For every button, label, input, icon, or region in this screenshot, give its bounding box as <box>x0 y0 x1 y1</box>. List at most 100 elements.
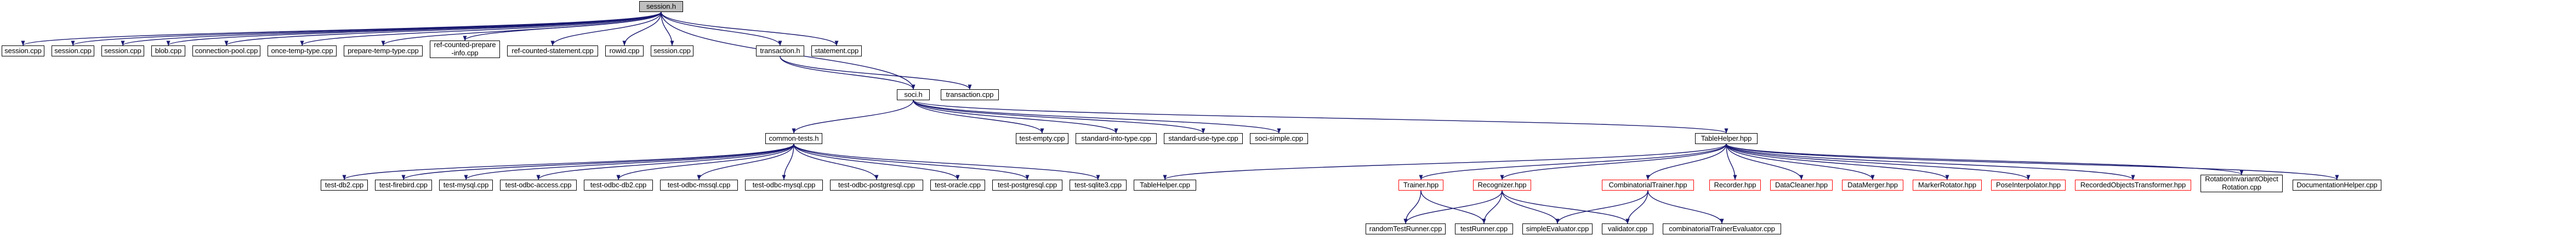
graph-edge <box>913 100 1118 134</box>
graph-edge <box>1726 144 1804 180</box>
graph-edge <box>780 56 915 90</box>
graph-node-rotation-invariant-object[interactable]: RotationInvariantObject Rotation.cpp <box>2200 175 2283 192</box>
graph-node-markerrotator-hpp[interactable]: MarkerRotator.hpp <box>1913 180 1982 191</box>
graph-node-combinatorialtrainerevaluator-cpp[interactable]: combinatorialTrainerEvaluator.cpp <box>1663 223 1781 234</box>
graph-edge <box>792 100 914 134</box>
graph-node-blob-cpp[interactable]: blob.cpp <box>151 45 185 56</box>
graph-edge <box>780 56 972 90</box>
graph-node-standard-use-type-cpp[interactable]: standard-use-type.cpp <box>1164 133 1243 144</box>
graph-node-ref-counted-statement-cpp[interactable]: ref-counted-statement.cpp <box>507 45 598 56</box>
graph-node-documentation-helper-cpp[interactable]: DocumentationHelper.cpp <box>2293 180 2381 191</box>
graph-edge <box>1726 144 1949 180</box>
graph-edge <box>661 12 782 46</box>
graph-edge <box>401 144 794 180</box>
graph-edge <box>913 100 1205 134</box>
graph-edge <box>550 12 662 46</box>
graph-node-test-db2-cpp[interactable]: test-db2.cpp <box>321 180 368 191</box>
graph-edge <box>913 100 1728 134</box>
graph-node-once-temp-type-cpp[interactable]: once-temp-type.cpp <box>268 45 337 56</box>
graph-node-soci-simple-cpp[interactable]: soci-simple.cpp <box>1250 133 1308 144</box>
graph-edge <box>1726 144 1737 180</box>
graph-edge <box>1502 190 1630 224</box>
graph-node-soci-h[interactable]: soci.h <box>897 89 930 100</box>
graph-node-trainer-hpp[interactable]: Trainer.hpp <box>1398 180 1443 191</box>
graph-edge <box>793 144 879 180</box>
graph-edge <box>1555 190 1648 224</box>
graph-node-poseinterpolator-hpp[interactable]: PoseInterpolator.hpp <box>1991 180 2066 191</box>
graph-edge <box>622 12 662 46</box>
graph-node-recorder-hpp[interactable]: Recorder.hpp <box>1709 180 1761 191</box>
graph-edge <box>913 100 1044 134</box>
graph-node-datacleaner-hpp[interactable]: DataCleaner.hpp <box>1770 180 1833 191</box>
graph-node-test-oracle-cpp[interactable]: test-oracle.cpp <box>930 180 985 191</box>
graph-edge <box>661 12 839 46</box>
graph-edge <box>782 144 794 180</box>
graph-edge <box>697 144 794 180</box>
graph-node-test-odbc-mssql-cpp[interactable]: test-odbc-mssql.cpp <box>660 180 738 191</box>
graph-node-session-cpp-4[interactable]: session.cpp <box>651 45 693 56</box>
graph-node-statement-cpp[interactable]: statement.cpp <box>811 45 862 56</box>
graph-edge <box>1500 144 1727 180</box>
graph-edge <box>793 144 1100 180</box>
graph-node-test-postgresql-cpp[interactable]: test-postgresql.cpp <box>992 180 1062 191</box>
graph-node-tablehelper-cpp[interactable]: TableHelper.cpp <box>1134 180 1196 191</box>
graph-edge <box>1625 190 1648 224</box>
graph-node-rowid-cpp[interactable]: rowid.cpp <box>605 45 644 56</box>
graph-edge <box>1163 144 1727 180</box>
graph-node-testrunner-cpp[interactable]: testRunner.cpp <box>1455 223 1513 234</box>
graph-node-session-h[interactable]: session.h <box>639 1 683 12</box>
graph-edge <box>616 144 794 180</box>
graph-node-ref-counted-prepare-info[interactable]: ref-counted-prepare -info.cpp <box>430 41 500 58</box>
graph-node-prepare-temp-type-cpp[interactable]: prepare-temp-type.cpp <box>344 45 423 56</box>
graph-node-tablehelper-hpp[interactable]: TableHelper.hpp <box>1695 133 1758 144</box>
graph-edge <box>1403 190 1503 224</box>
graph-node-simpleevaluator-cpp[interactable]: simpleEvaluator.cpp <box>1522 223 1593 234</box>
graph-edge <box>1726 144 2244 175</box>
graph-node-transaction-h[interactable]: transaction.h <box>756 45 804 56</box>
graph-node-validator-cpp[interactable]: validator.cpp <box>1602 223 1653 234</box>
graph-node-combinatorial-trainer-hpp[interactable]: CombinatorialTrainer.hpp <box>1602 180 1694 191</box>
graph-node-session-cpp-2[interactable]: session.cpp <box>52 45 94 56</box>
graph-edge <box>1726 144 1875 180</box>
graph-edge <box>1482 190 1503 224</box>
graph-node-test-mysql-cpp[interactable]: test-mysql.cpp <box>439 180 493 191</box>
graph-edge <box>1726 144 2339 180</box>
graph-edge <box>1419 144 1727 180</box>
graph-node-randomtestrunner-cpp[interactable]: randomTestRunner.cpp <box>1366 223 1446 234</box>
graph-node-recognizer-hpp[interactable]: Recognizer.hpp <box>1473 180 1531 191</box>
graph-edge <box>300 12 662 46</box>
graph-node-session-cpp-3[interactable]: session.cpp <box>101 45 144 56</box>
graph-edge <box>793 144 960 180</box>
graph-edge <box>1420 190 1486 224</box>
graph-edge <box>464 144 794 180</box>
graph-edge <box>463 12 662 41</box>
graph-node-common-tests-h[interactable]: common-tests.h <box>765 133 822 144</box>
graph-node-test-empty-cpp[interactable]: test-empty.cpp <box>1016 133 1068 144</box>
graph-edge <box>1726 144 2135 180</box>
graph-node-test-odbc-postgresql-cpp[interactable]: test-odbc-postgresql.cpp <box>830 180 923 191</box>
graph-edge <box>1726 144 2031 180</box>
graph-edge <box>224 12 662 46</box>
graph-node-test-odbc-access-cpp[interactable]: test-odbc-access.cpp <box>500 180 577 191</box>
graph-node-datamerger-hpp[interactable]: DataMerger.hpp <box>1842 180 1903 191</box>
graph-node-connection-pool-cpp[interactable]: connection-pool.cpp <box>192 45 260 56</box>
graph-edge <box>21 12 662 46</box>
graph-edge <box>342 144 794 180</box>
graph-node-test-sqlite3-cpp[interactable]: test-sqlite3.cpp <box>1070 180 1127 191</box>
graph-node-recorded-objects-transformer-hpp[interactable]: RecordedObjectsTransformer.hpp <box>2075 180 2191 191</box>
graph-edge <box>1502 190 1560 224</box>
graph-edge <box>661 12 674 46</box>
graph-node-transaction-cpp[interactable]: transaction.cpp <box>941 89 999 100</box>
graph-edge <box>1647 190 1724 224</box>
graph-edge <box>536 144 794 180</box>
graph-edge <box>913 100 1281 134</box>
graph-edge <box>793 144 1030 180</box>
graph-node-test-odbc-db2-cpp[interactable]: test-odbc-db2.cpp <box>584 180 653 191</box>
graph-edge <box>1646 144 1727 180</box>
graph-node-session-cpp-1[interactable]: session.cpp <box>2 45 44 56</box>
graph-node-standard-into-type-cpp[interactable]: standard-into-type.cpp <box>1076 133 1157 144</box>
graph-node-test-firebird-cpp[interactable]: test-firebird.cpp <box>375 180 432 191</box>
graph-node-test-odbc-mysql-cpp[interactable]: test-odbc-mysql.cpp <box>745 180 823 191</box>
